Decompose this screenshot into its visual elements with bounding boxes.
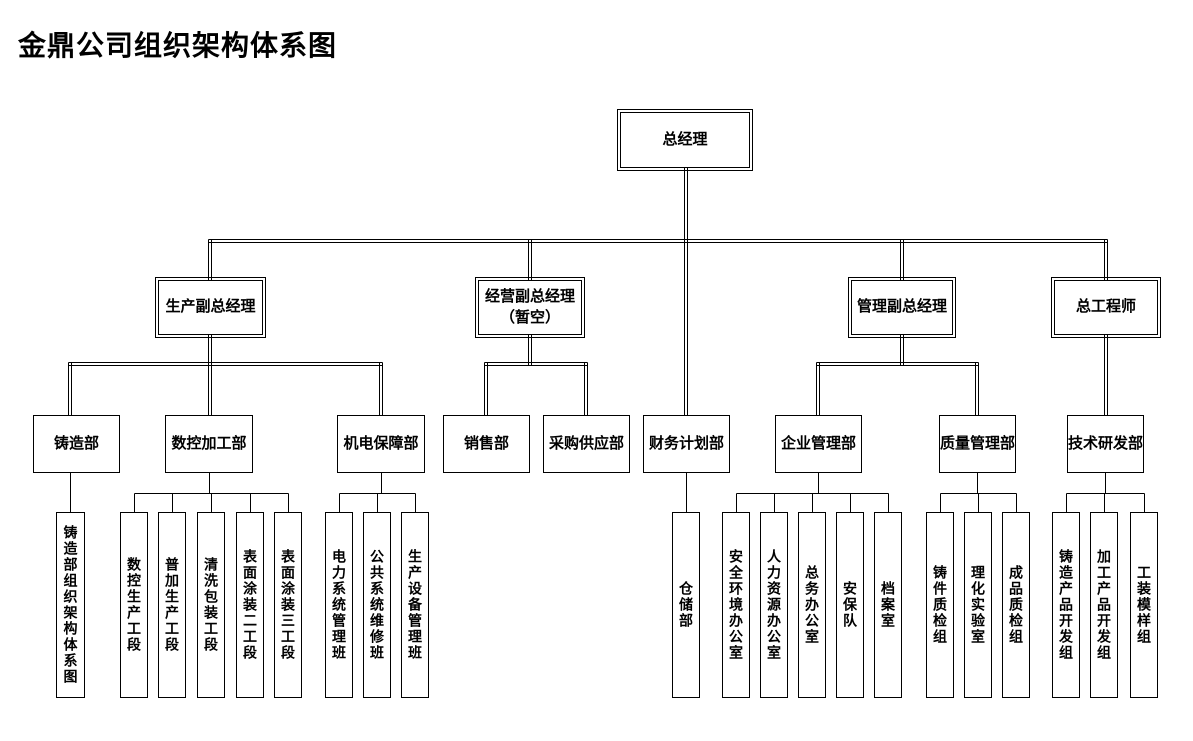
node-label: 安全环境办公室 — [728, 549, 744, 661]
node-casting-qc-team: 铸件质检组 — [926, 512, 954, 698]
node-operations-vp: 经营副总经理 （暂空） — [475, 277, 585, 338]
node-label: 公共系统维修班 — [369, 549, 385, 661]
node-label: 表面涂装三工段 — [280, 549, 296, 661]
node-public-system-maintenance-team: 公共系统维修班 — [363, 512, 391, 698]
node-procurement-supply-dept: 采购供应部 — [543, 415, 630, 473]
node-casting-product-dev-team: 铸造产品开发组 — [1052, 512, 1080, 698]
node-label: 机电保障部 — [343, 434, 419, 452]
node-label: 铸造部 — [53, 434, 99, 452]
node-label: 总工程师 — [1075, 298, 1136, 316]
node-label: 电力系统管理班 — [331, 549, 347, 661]
node-label: 档案室 — [880, 581, 896, 629]
node-label: 数控加工部 — [171, 434, 247, 452]
node-tech-rd-dept: 技术研发部 — [1067, 415, 1144, 473]
node-label: 铸造产品开发组 — [1058, 549, 1074, 661]
node-label: 生产设备管理班 — [407, 549, 423, 661]
page-title: 金鼎公司组织架构体系图 — [18, 30, 338, 61]
node-casting-org-chart: 铸造部组织架构体系图 — [56, 512, 85, 698]
node-security-team: 安保队 — [836, 512, 864, 698]
node-label: 数控生产工段 — [126, 557, 142, 653]
node-finance-planning-dept: 财务计划部 — [643, 415, 730, 473]
node-label: 铸造部组织架构体系图 — [62, 525, 79, 685]
node-surface-coating-3-section: 表面涂装三工段 — [274, 512, 302, 698]
node-archives-room: 档案室 — [874, 512, 902, 698]
node-cleaning-packaging-section: 清洗包装工段 — [197, 512, 225, 698]
node-warehouse-dept: 仓储部 — [672, 512, 700, 698]
node-label: 加工产品开发组 — [1096, 549, 1112, 661]
node-hr-office: 人力资源办公室 — [760, 512, 788, 698]
node-tooling-pattern-team: 工装模样组 — [1130, 512, 1158, 698]
node-label: 铸件质检组 — [932, 565, 948, 645]
node-label: 成品质检组 — [1008, 565, 1024, 645]
node-general-manager: 总经理 — [617, 109, 753, 171]
node-finished-product-qc-team: 成品质检组 — [1002, 512, 1030, 698]
node-label: 人力资源办公室 — [766, 549, 782, 661]
node-label: 工装模样组 — [1136, 565, 1152, 645]
node-label: 安保队 — [842, 581, 858, 629]
node-sales-dept: 销售部 — [443, 415, 530, 473]
node-production-vp: 生产副总经理 — [155, 277, 266, 338]
node-electromechanical-support-dept: 机电保障部 — [337, 415, 425, 473]
node-cnc-production-section: 数控生产工段 — [120, 512, 148, 698]
node-safety-environment-office: 安全环境办公室 — [722, 512, 750, 698]
node-label: 企业管理部 — [780, 434, 856, 452]
node-machining-product-dev-team: 加工产品开发组 — [1090, 512, 1118, 698]
node-label: 总经理 — [662, 130, 708, 148]
node-surface-coating-2-section: 表面涂装二工段 — [236, 512, 264, 698]
node-label: 总务办公室 — [804, 565, 820, 645]
node-label: 理化实验室 — [970, 565, 986, 645]
node-label: 销售部 — [463, 434, 509, 452]
node-label: 生产副总经理 — [165, 298, 256, 316]
node-label: 普加生产工段 — [164, 557, 180, 653]
node-quality-mgmt-dept: 质量管理部 — [939, 415, 1016, 473]
node-vacant-note: （暂空） — [499, 308, 560, 326]
node-power-system-mgmt-team: 电力系统管理班 — [325, 512, 353, 698]
node-production-equipment-mgmt-team: 生产设备管理班 — [401, 512, 429, 698]
node-label: 经营副总经理 — [484, 288, 575, 306]
node-label: 表面涂装二工段 — [242, 549, 258, 661]
node-management-vp: 管理副总经理 — [848, 277, 956, 338]
node-label: 质量管理部 — [940, 434, 1016, 452]
node-label: 财务计划部 — [648, 434, 724, 452]
node-label: 仓储部 — [678, 581, 694, 629]
node-label: 采购供应部 — [548, 434, 624, 452]
node-chief-engineer: 总工程师 — [1051, 277, 1161, 338]
node-general-affairs-office: 总务办公室 — [798, 512, 826, 698]
node-casting-dept: 铸造部 — [33, 415, 120, 473]
node-label: 清洗包装工段 — [203, 557, 219, 653]
node-cnc-machining-dept: 数控加工部 — [165, 415, 253, 473]
node-label: 管理副总经理 — [856, 298, 947, 316]
node-label: 技术研发部 — [1068, 434, 1144, 452]
node-enterprise-mgmt-dept: 企业管理部 — [775, 415, 862, 473]
node-general-machining-section: 普加生产工段 — [158, 512, 186, 698]
node-physical-chemical-lab: 理化实验室 — [964, 512, 992, 698]
